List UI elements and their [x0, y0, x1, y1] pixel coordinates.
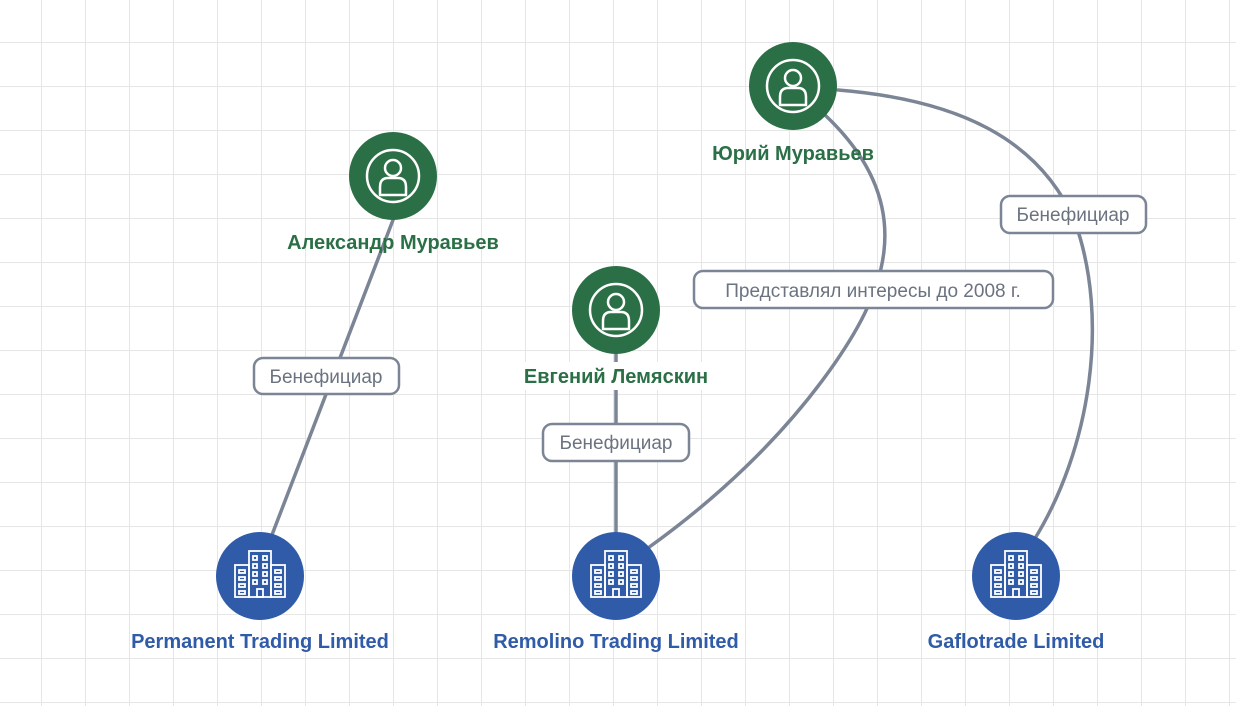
node-alexandr-muravyev[interactable]: Александр Муравьев — [287, 132, 499, 254]
node-permanent-trading[interactable]: Permanent Trading Limited — [131, 532, 389, 653]
edge-yuriy-remolino[interactable]: Представлял интересы до 2008 г. — [646, 114, 1055, 550]
edge-line — [646, 114, 887, 550]
node-remolino-trading[interactable]: Remolino Trading Limited — [493, 532, 739, 653]
node-label: Юрий Муравьев — [712, 143, 874, 165]
node-gaflotrade[interactable]: Gaflotrade Limited — [928, 532, 1105, 653]
node-label: Permanent Trading Limited — [131, 631, 389, 653]
company-node-circle — [216, 532, 304, 620]
node-yuriy-muravyev[interactable]: Юрий Муравьев — [712, 42, 874, 165]
node-label: Александр Муравьев — [287, 232, 499, 254]
edge-label: Бенефициар — [1017, 205, 1130, 226]
edge-label-box — [541, 422, 691, 463]
edge-label: Бенефициар — [560, 433, 673, 454]
edge-line — [836, 88, 1095, 542]
node-label: Евгений Лемяскин — [524, 366, 708, 388]
edge-label: Бенефициар — [270, 367, 383, 388]
edge-alexandr-permanent[interactable]: Бенефициар — [252, 218, 401, 542]
company-node-circle — [972, 532, 1060, 620]
node-label-backdrop — [510, 362, 722, 390]
node-label: Gaflotrade Limited — [928, 631, 1105, 653]
node-label: Remolino Trading Limited — [493, 631, 739, 653]
edge-label-box — [252, 356, 401, 396]
edge-yuriy-gaflotrade[interactable]: Бенефициар — [836, 88, 1148, 542]
edge-label-box — [692, 269, 1055, 310]
company-node-circle — [572, 532, 660, 620]
edge-label-box — [999, 194, 1148, 235]
edge-label: Представлял интересы до 2008 г. — [725, 281, 1021, 302]
node-evgeniy-lemyaskin[interactable]: Евгений Лемяскин — [510, 266, 722, 390]
